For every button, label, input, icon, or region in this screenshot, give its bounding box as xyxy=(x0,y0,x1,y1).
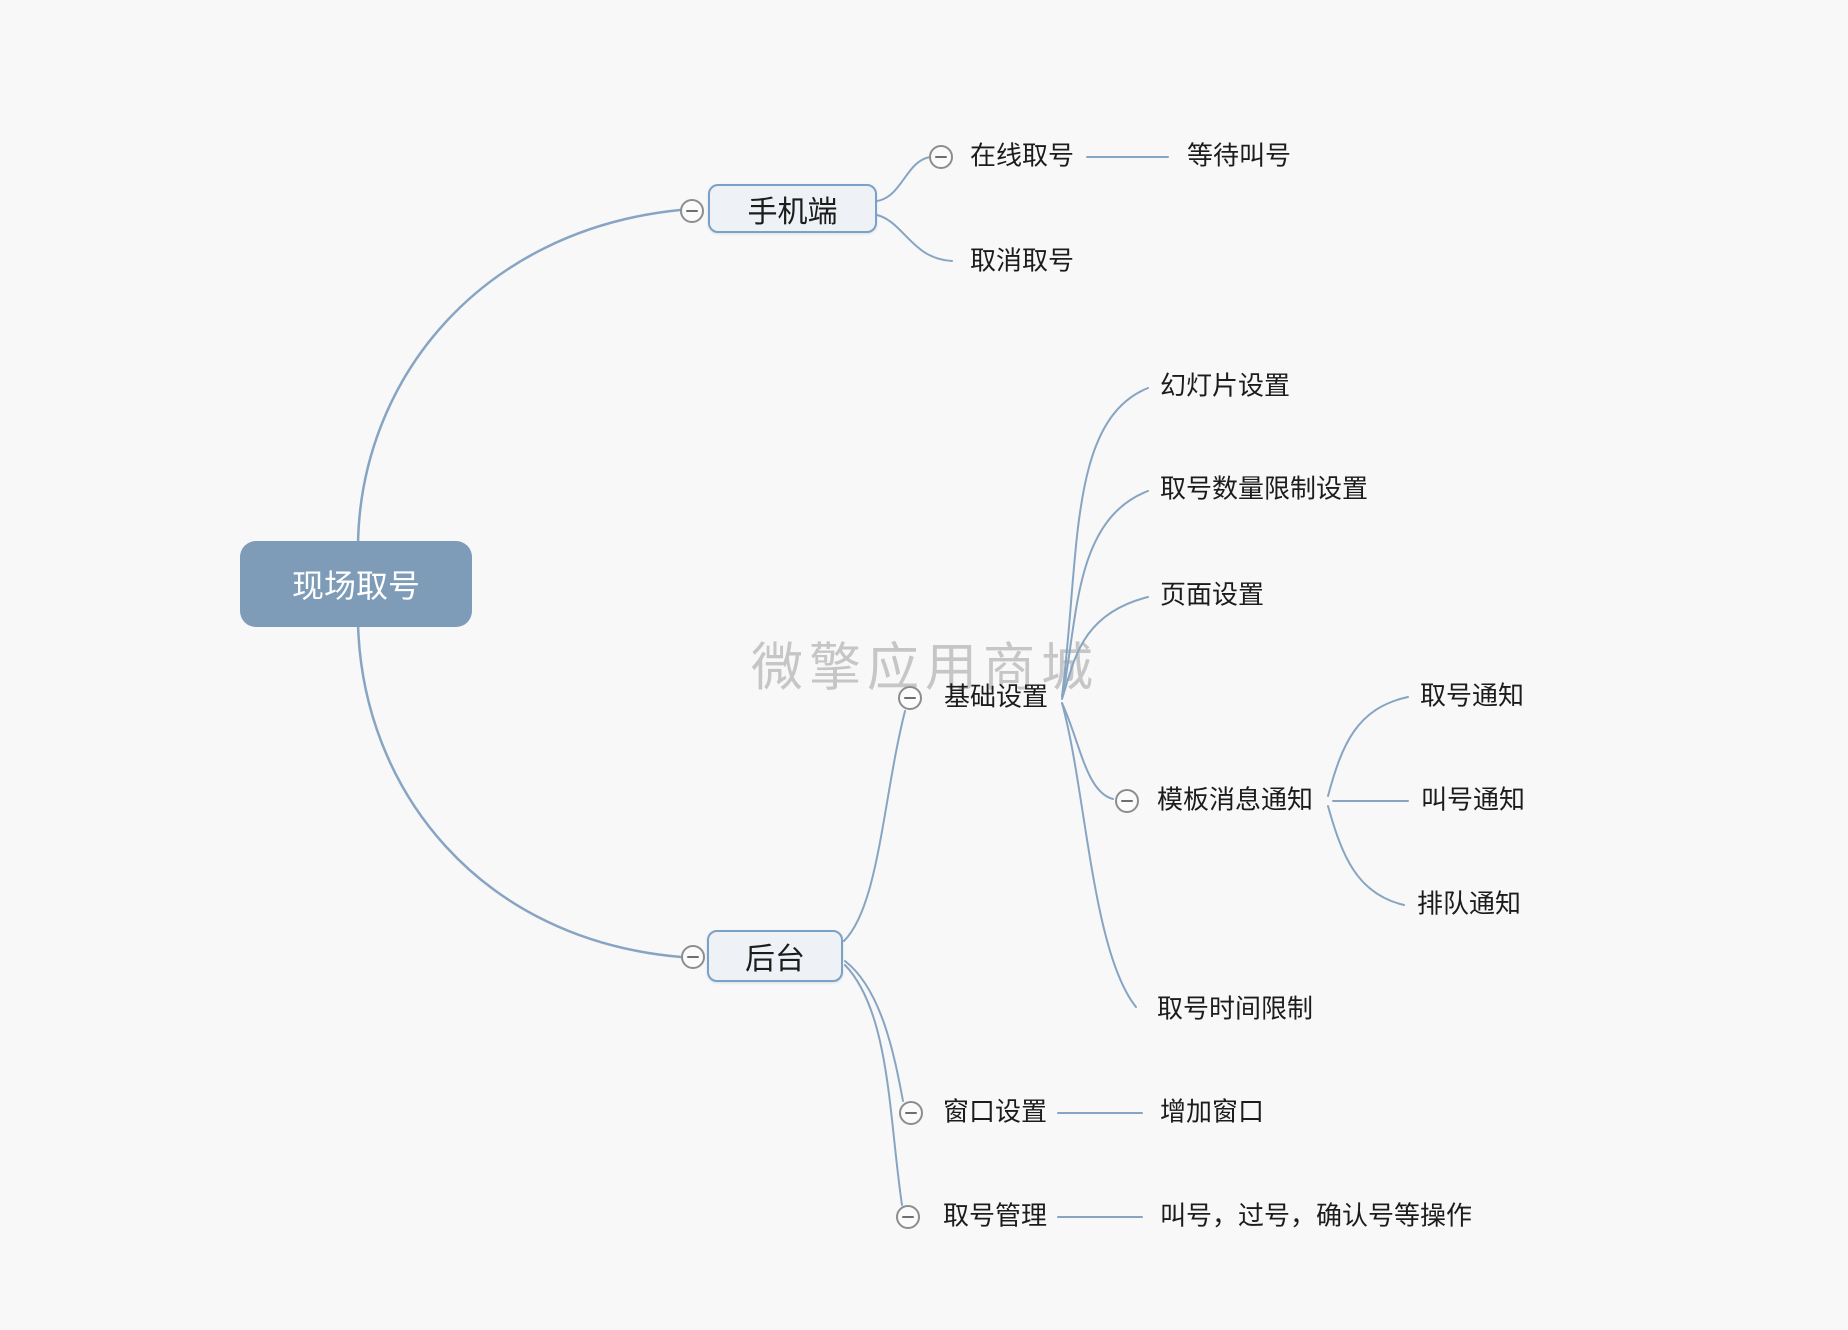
connector-basic-page xyxy=(1061,596,1149,700)
collapse-icon-window[interactable] xyxy=(899,1101,923,1125)
node-mobile[interactable]: 手机端 xyxy=(708,184,877,233)
node-root[interactable]: 现场取号 xyxy=(240,541,472,627)
node-queue-notice[interactable]: 排队通知 xyxy=(1417,889,1522,920)
connector-template-queue xyxy=(1327,805,1405,906)
connector-basic-template xyxy=(1061,702,1114,800)
node-cancel-take[interactable]: 取消取号 xyxy=(970,246,1075,277)
node-add-window[interactable]: 增加窗口 xyxy=(1160,1097,1265,1128)
node-time-limit[interactable]: 取号时间限制 xyxy=(1157,994,1314,1025)
collapse-icon-manage[interactable] xyxy=(896,1205,920,1229)
node-wait-call[interactable]: 等待叫号 xyxy=(1187,141,1292,172)
minus-icon xyxy=(1121,799,1133,803)
connector-backend-basic xyxy=(843,710,906,942)
minus-icon xyxy=(935,155,947,159)
connector-basic-timelimit xyxy=(1061,702,1137,1008)
minus-icon xyxy=(904,696,916,700)
minus-icon xyxy=(905,1111,917,1115)
node-template-message[interactable]: 模板消息通知 xyxy=(1157,785,1314,816)
minus-icon xyxy=(687,955,699,959)
connector-mobile-online xyxy=(876,156,931,202)
node-online-take[interactable]: 在线取号 xyxy=(970,141,1075,172)
connector-root-mobile xyxy=(356,208,682,547)
node-page-settings[interactable]: 页面设置 xyxy=(1160,580,1265,611)
collapse-icon-basic[interactable] xyxy=(898,686,922,710)
node-window-settings[interactable]: 窗口设置 xyxy=(943,1097,1048,1128)
node-basic-settings[interactable]: 基础设置 xyxy=(944,682,1049,713)
minus-icon xyxy=(902,1215,914,1219)
watermark: 微擎应用商城 xyxy=(750,638,1100,699)
node-take-manage[interactable]: 取号管理 xyxy=(943,1201,1048,1232)
collapse-icon-online[interactable] xyxy=(929,145,953,169)
connector-basic-slideshow xyxy=(1061,387,1149,697)
node-take-notice[interactable]: 取号通知 xyxy=(1420,681,1525,712)
node-take-operations[interactable]: 叫号，过号，确认号等操作 xyxy=(1160,1201,1473,1232)
node-number-limit-settings[interactable]: 取号数量限制设置 xyxy=(1160,474,1369,505)
connector-backend-manage xyxy=(844,964,903,1206)
collapse-icon-mobile[interactable] xyxy=(680,199,704,223)
connector-basic-limit xyxy=(1061,490,1149,698)
node-call-notice[interactable]: 叫号通知 xyxy=(1421,785,1526,816)
connector-template-take xyxy=(1327,696,1409,797)
connector-mobile-cancel xyxy=(876,214,953,262)
minus-icon xyxy=(686,209,698,213)
node-backend[interactable]: 后台 xyxy=(707,930,843,982)
node-slideshow-settings[interactable]: 幻灯片设置 xyxy=(1160,371,1291,402)
connector-backend-window xyxy=(844,960,904,1102)
connector-root-backend xyxy=(356,621,683,959)
collapse-icon-backend[interactable] xyxy=(681,945,705,969)
collapse-icon-template[interactable] xyxy=(1115,789,1139,813)
